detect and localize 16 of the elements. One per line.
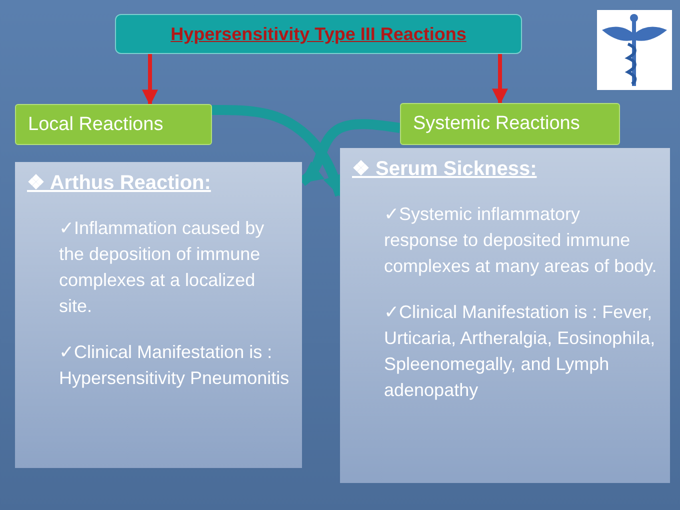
title-banner (115, 14, 522, 54)
category-box (15, 104, 212, 145)
category-box (400, 103, 620, 145)
category-label: Systemic Reactions (413, 113, 581, 135)
category-label: Local Reactions (28, 114, 164, 136)
section-heading: ❖ Arthus Reaction: (27, 171, 212, 195)
title: Hypersensitivity Type III Reactions (170, 23, 468, 46)
content-panel (15, 162, 302, 468)
bullet-text: ✓Systemic inflammatory response to deposited immune complexes at many areas of body. (384, 203, 658, 278)
arrow (142, 54, 158, 106)
bullet-text: ✓Inflammation caused by the deposition of immune complexes at a localized site. (59, 217, 266, 318)
bullet-text: ✓Clinical Manifestation is : Fever, Urticaria, Artheralgia, Eosinophila, Spleenomegally, and Lymph adenopathy (384, 301, 656, 402)
arrow (492, 54, 508, 105)
bullet-text: ✓Clinical Manifestation is : Hypersensitivity Pneumonitis (59, 341, 290, 390)
section-heading: ❖ Serum Sickness: (352, 157, 538, 181)
content-panel (340, 148, 670, 483)
